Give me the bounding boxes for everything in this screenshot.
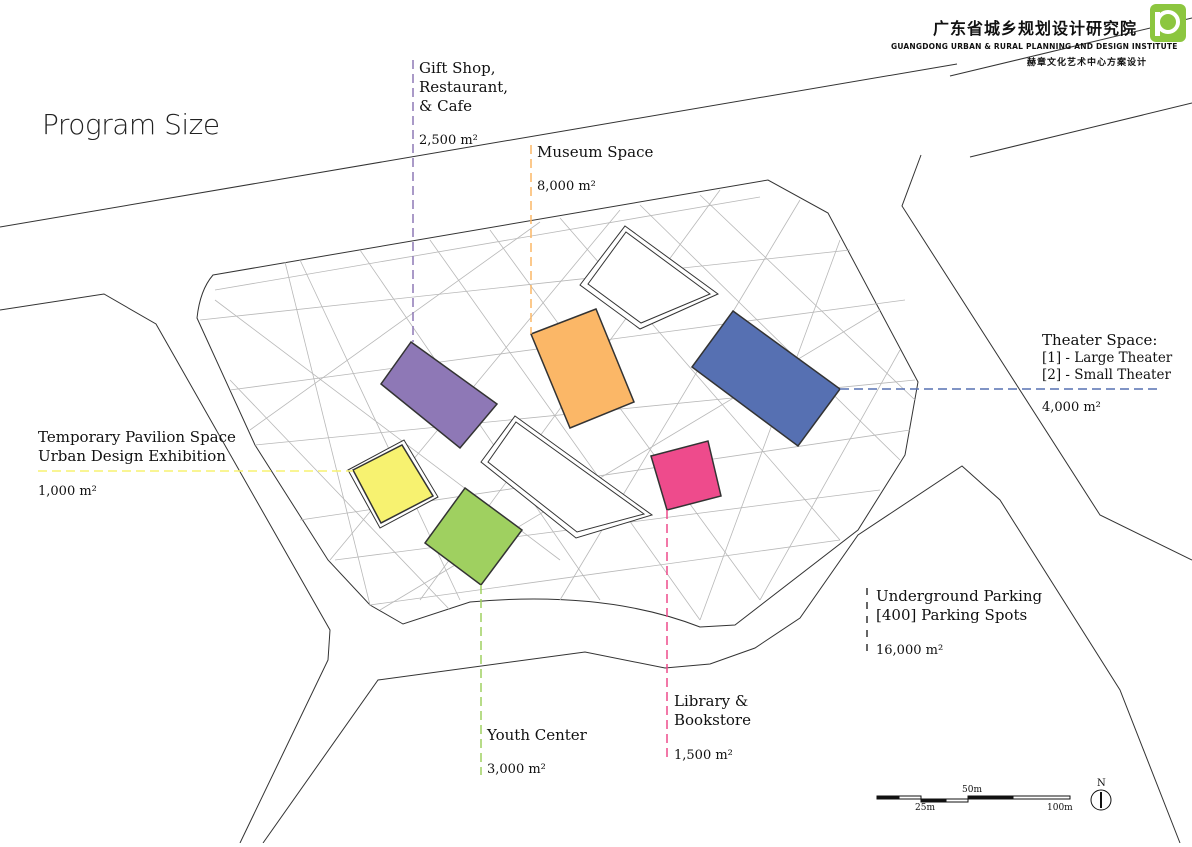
scale-segment-1 [876,795,900,800]
museum-block [530,308,635,429]
road-northeast-edge [901,154,1192,561]
library-block [650,440,722,511]
youth-center-area: 3,000 m² [487,762,546,777]
theater-label-line: [2] - Small Theater [1042,367,1171,383]
scale-label-full: 100m [1047,803,1073,813]
pavilion-block [351,444,435,525]
north-arrow [1090,789,1112,811]
institute-name-en: GUANGDONG URBAN & RURAL PLANNING AND DES… [891,42,1178,51]
north-label: N [1097,778,1106,789]
scale-label-mid: 50m [962,785,982,795]
project-name-cn: 赫章文化艺术中心方案设计 [1027,58,1148,68]
building-outline-north [579,225,719,330]
scale-segment-6 [1012,795,1071,800]
gift-shop-area: 2,500 m² [419,133,478,148]
road-south-edge [262,465,1181,844]
theater-sub-labels: [1] - Large Theater [2] - Small Theater [1042,350,1172,384]
museum-label: Museum Space [537,143,654,161]
library-label-line: Bookstore [674,711,751,729]
museum-area: 8,000 m² [537,179,596,194]
program-blocks [351,308,842,587]
site-boundary [196,179,919,628]
building-outline-center-inner [487,421,646,533]
scale-segment-3 [920,798,947,803]
scale-segment-2 [898,795,922,800]
road-west-edge [0,293,331,844]
logo-stem [1155,12,1160,36]
building-outline-north-inner [587,231,712,324]
theater-block [690,309,842,448]
library-label-line: Library & [674,692,749,710]
institute-logo [1150,4,1186,42]
scale-bar-graphic [876,795,1071,803]
road-east-edge [969,102,1192,158]
road-lines [0,17,1192,844]
road-north-edge [0,63,958,228]
theater-label-line: Theater Space: [1042,331,1158,349]
youth-center-block [423,486,524,587]
parking-label: Underground Parking [400] Parking Spots [876,587,1042,625]
scale-label-quarter: 25m [915,803,935,813]
parking-area: 16,000 m² [876,643,944,658]
theater-label: Theater Space: [1042,331,1157,350]
institute-name-cn: 广东省城乡规划设计研究院 [933,19,1138,38]
library-area: 1,500 m² [674,748,733,763]
pavilion-label-line: Urban Design Exhibition [38,447,226,465]
pavilion-area: 1,000 m² [38,484,97,499]
youth-center-label: Youth Center [487,726,587,744]
gift-shop-label-line: & Cafe [419,97,472,115]
gift-shop-label-line: Restaurant, [419,78,509,96]
building-outline-center [480,415,654,539]
theater-label-line: [1] - Large Theater [1042,350,1173,366]
page-title: Program Size [42,108,220,141]
leader-lines [38,60,1160,775]
scale-segment-5 [967,795,1014,800]
gift-shop-label: Gift Shop, Restaurant, & Cafe [419,59,508,116]
theater-area: 4,000 m² [1042,400,1101,415]
parking-label-line: Underground Parking [876,587,1043,605]
parking-label-line: [400] Parking Spots [876,606,1028,624]
gift-shop-label-line: Gift Shop, [419,59,496,77]
pavilion-label: Temporary Pavilion Space Urban Design Ex… [38,428,236,466]
pavilion-label-line: Temporary Pavilion Space [38,428,236,446]
library-label: Library & Bookstore [674,692,751,730]
gift-shop-block [379,340,499,450]
scale-segment-4 [945,798,969,803]
